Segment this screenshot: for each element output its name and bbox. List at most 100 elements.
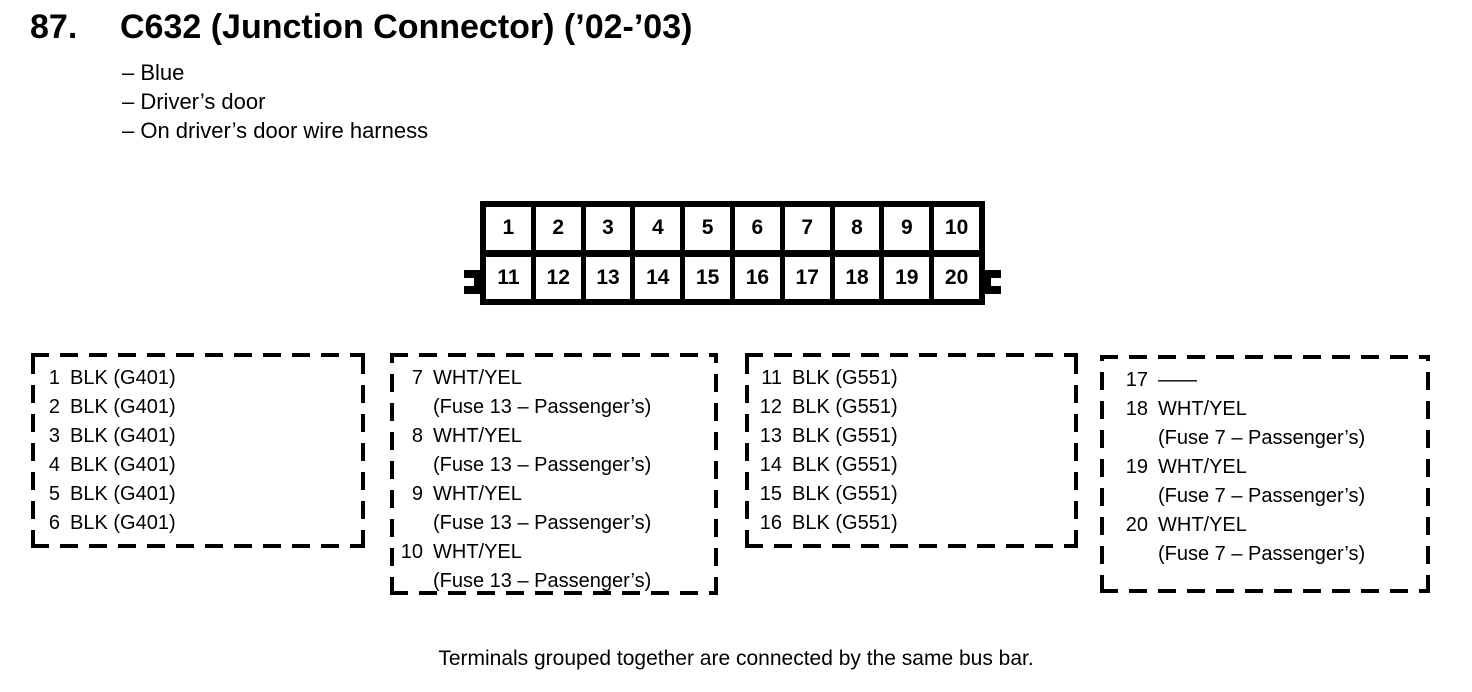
pin-group-box-3: 11 BLK (G551) 12 BLK (G551) 13 BLK (G551… — [745, 353, 1078, 548]
pin-wire: BLK (G551) — [792, 396, 898, 418]
pin-number: 13 — [759, 425, 782, 447]
fuse-note: (Fuse 13 – Passenger’s) — [433, 570, 652, 592]
wire-color: WHT/YEL — [433, 541, 522, 563]
pin-number: 5 — [48, 483, 60, 505]
wire-color: WHT/YEL — [433, 425, 522, 447]
connector-cell-4: 4 — [635, 207, 681, 250]
wire-color: WHT/YEL — [1158, 514, 1247, 536]
pin-row: 12 BLK (G551) — [749, 393, 1074, 422]
connector-cell-18: 18 — [834, 256, 880, 299]
connector-cell-2: 2 — [535, 207, 581, 250]
fuse-note: (Fuse 13 – Passenger’s) — [433, 396, 652, 418]
pin-row: 7 WHT/YEL (Fuse 13 – Passenger’s) — [394, 364, 714, 422]
section-heading: 87. C632 (Junction Connector) (’02-’03) — [30, 8, 692, 46]
pin-number: 6 — [48, 512, 60, 534]
pin-number: 19 — [1125, 456, 1148, 478]
pin-number: 16 — [759, 512, 782, 534]
note-color: – Blue — [122, 60, 185, 85]
pin-row: 14 BLK (G551) — [749, 451, 1074, 480]
fuse-note: (Fuse 13 – Passenger’s) — [433, 512, 652, 534]
pin-wire: BLK (G401) — [70, 425, 176, 447]
pin-wire: BLK (G551) — [792, 425, 898, 447]
pin-row: 17 —— — [1104, 366, 1426, 395]
pin-number: 11 — [761, 367, 782, 389]
wire-color: WHT/YEL — [1158, 398, 1247, 420]
pin-group-box-2: 7 WHT/YEL (Fuse 13 – Passenger’s) 8 WHT/Y… — [390, 353, 718, 595]
note-location: – Driver’s door — [122, 89, 266, 114]
pin-number: 14 — [759, 454, 782, 476]
pin-wire: BLK (G401) — [70, 483, 176, 505]
wire-color: WHT/YEL — [433, 367, 522, 389]
connector-cell-11: 11 — [486, 256, 531, 299]
connector-cell-10: 10 — [934, 207, 979, 250]
pin-row: 10 WHT/YEL (Fuse 13 – Passenger’s) — [394, 538, 714, 596]
pin-wire: BLK (G551) — [792, 454, 898, 476]
pin-number: 1 — [48, 367, 60, 389]
pin-row: 15 BLK (G551) — [749, 480, 1074, 509]
pin-row: 11 BLK (G551) — [749, 364, 1074, 393]
bus-bar-footnote: Terminals grouped together are connected… — [438, 647, 1034, 670]
pin-row: 6 BLK (G401) — [35, 509, 361, 538]
pin-number: 15 — [759, 483, 782, 505]
pin-row: 19 WHT/YEL (Fuse 7 – Passenger’s) — [1104, 453, 1426, 511]
pin-wire: BLK (G401) — [70, 512, 176, 534]
pin-wire: WHT/YEL (Fuse 7 – Passenger’s) — [1158, 453, 1365, 511]
pin-wire: —— — [1158, 369, 1197, 391]
connector-right-mount-tab — [985, 270, 1001, 294]
connector-cell-12: 12 — [535, 256, 581, 299]
note-harness: – On driver’s door wire harness — [122, 118, 429, 143]
pin-row: 8 WHT/YEL (Fuse 13 – Passenger’s) — [394, 422, 714, 480]
pin-row: 1 BLK (G401) — [35, 364, 361, 393]
connector-left-mount-tab — [464, 270, 480, 294]
pin-wire: BLK (G401) — [70, 454, 176, 476]
pin-wire: BLK (G551) — [792, 512, 898, 534]
connector-cell-19: 19 — [884, 256, 930, 299]
pin-number: 9 — [411, 483, 423, 505]
pin-wire: WHT/YEL (Fuse 13 – Passenger’s) — [433, 364, 651, 422]
fuse-note: (Fuse 7 – Passenger’s) — [1158, 485, 1366, 507]
connector-cell-3: 3 — [585, 207, 631, 250]
pin-wire: BLK (G401) — [70, 396, 176, 418]
pin-number: 10 — [400, 541, 423, 563]
pin-wire: WHT/YEL(Fuse 7 – Passenger’s) — [1158, 511, 1365, 569]
connector-notes: – Blue – Driver’s door – On driver’s doo… — [122, 58, 428, 145]
connector-cell-6: 6 — [734, 207, 780, 250]
pin-group-box-4: 17 —— 18 WHT/YEL (Fuse 7 – Passenger’s) 1… — [1100, 355, 1430, 593]
pin-number: 12 — [759, 396, 782, 418]
connector-cell-14: 14 — [635, 256, 681, 299]
pin-wire: BLK (G551) — [792, 483, 898, 505]
connector-cell-16: 16 — [734, 256, 780, 299]
pin-number: 8 — [411, 425, 423, 447]
pin-wire: BLK (G401) — [70, 367, 176, 389]
wire-color: WHT/YEL — [433, 483, 522, 505]
connector-diagram: 1 2 3 4 5 6 7 8 9 10 11 12 13 14 15 16 1… — [464, 201, 1001, 305]
pin-row: 3 BLK (G401) — [35, 422, 361, 451]
connector-cell-20: 20 — [934, 256, 979, 299]
pin-wire: BLK (G551) — [792, 367, 898, 389]
fuse-note: (Fuse 13 – Passenger’s) — [433, 454, 652, 476]
fuse-note: (Fuse 7 – Passenger’s) — [1158, 427, 1366, 449]
pin-row: 18 WHT/YEL (Fuse 7 – Passenger’s) — [1104, 395, 1426, 453]
wire-color: WHT/YEL — [1158, 456, 1247, 478]
pin-wire: WHT/YEL (Fuse 7 – Passenger’s) — [1158, 395, 1365, 453]
connector-cell-8: 8 — [834, 207, 880, 250]
pin-wire: WHT/YEL (Fuse 13 – Passenger’s) — [433, 538, 651, 596]
pin-wire: WHT/YEL (Fuse 13 – Passenger’s) — [433, 480, 651, 538]
pin-number: 17 — [1125, 369, 1148, 391]
connector-cell-17: 17 — [784, 256, 830, 299]
pin-wire: WHT/YEL (Fuse 13 – Passenger’s) — [433, 422, 651, 480]
connector-cell-9: 9 — [884, 207, 930, 250]
pin-row: 13 BLK (G551) — [749, 422, 1074, 451]
pin-row: 20 WHT/YEL(Fuse 7 – Passenger’s) — [1104, 511, 1426, 569]
pin-number: 4 — [48, 454, 60, 476]
pin-number: 7 — [411, 367, 423, 389]
pin-row: 5 BLK (G401) — [35, 480, 361, 509]
connector-cell-1: 1 — [486, 207, 531, 250]
pin-row: 16 BLK (G551) — [749, 509, 1074, 538]
pin-number: 18 — [1125, 398, 1148, 420]
pin-number: 3 — [48, 425, 60, 447]
pin-number: 2 — [48, 396, 60, 418]
pin-number: 20 — [1125, 514, 1148, 536]
connector-cell-5: 5 — [685, 207, 730, 250]
